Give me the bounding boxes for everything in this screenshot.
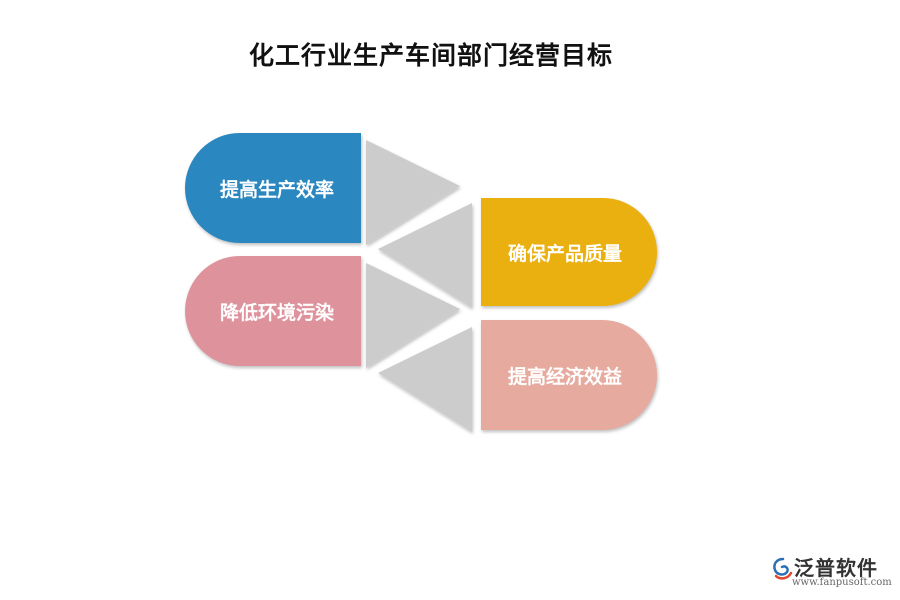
swirl-logo-icon [773,557,793,580]
goal-label: 提高经济效益 [507,365,622,388]
goal-label: 提高生产效率 [219,178,334,201]
goal-improve-efficiency: 提高生产效率 [185,133,361,243]
arrow-right-bottom [366,263,460,368]
arrow-left-top [378,203,472,308]
brand-name: 泛普软件 [794,556,878,580]
arrow-right-top [366,140,460,245]
goal-reduce-pollution: 降低环境污染 [185,256,361,366]
goal-label: 降低环境污染 [219,301,334,324]
goal-improve-benefit: 提高经济效益 [481,320,657,430]
brand-logo: 泛普软件 www.fanpusoft.com [770,552,892,592]
goal-ensure-quality: 确保产品质量 [481,198,657,306]
goal-label: 确保产品质量 [507,242,622,265]
brand-url: www.fanpusoft.com [792,577,892,588]
page-title: 化工行业生产车间部门经营目标 [248,41,613,70]
arrow-left-bottom [378,327,472,432]
